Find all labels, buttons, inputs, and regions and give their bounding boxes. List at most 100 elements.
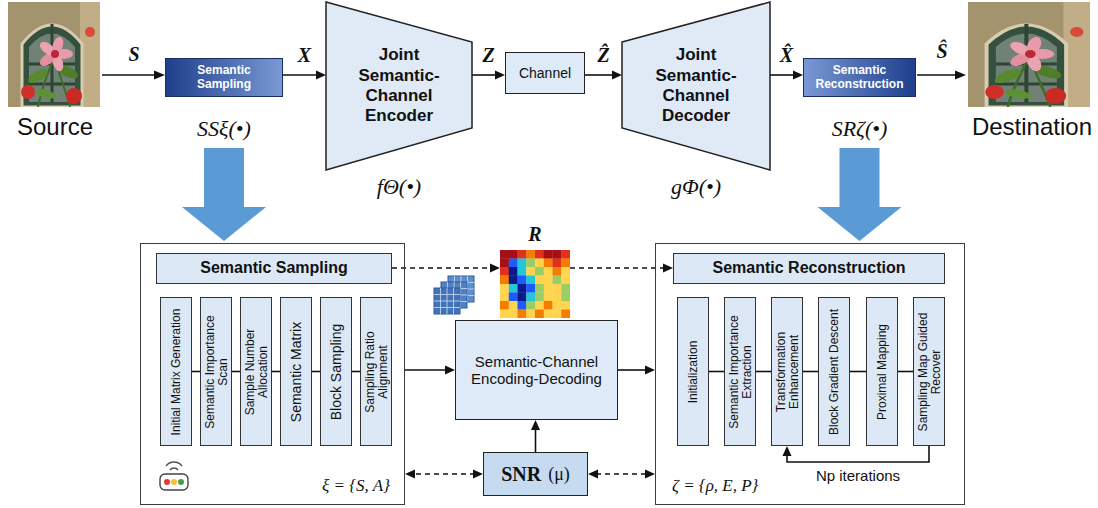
device-body: [160, 474, 188, 490]
step-label: Semantic Importance Extraction: [726, 303, 754, 440]
heatmap-cell: [518, 259, 527, 268]
codec-box: Semantic-Channel Encoding-Decoding: [455, 320, 618, 420]
line: [472, 74, 497, 76]
step-box: Sampling Ratio Alignment: [360, 297, 392, 446]
step-box: Proximal Mapping: [866, 297, 898, 446]
heatmap-cell: [500, 259, 509, 268]
heatmap-cell: [526, 250, 535, 259]
encoder-trapezoid: Joint Semantic-Channel EncoderfΘ(•): [326, 2, 472, 170]
connector: [588, 470, 655, 479]
edge-label: X: [298, 44, 311, 67]
connector: [405, 366, 455, 375]
dot: [164, 479, 170, 485]
line: [405, 369, 447, 371]
heatmap-cell: [526, 267, 535, 276]
line: [312, 371, 320, 373]
heatmap-cell: [544, 259, 553, 268]
heatmap-cell: [500, 276, 509, 285]
step-label: Semantic Importance Scan: [202, 303, 230, 440]
heatmap-cell: [553, 276, 562, 285]
step-label: Proximal Mapping: [868, 303, 896, 440]
step-box: Initial Matrix Generation: [160, 297, 192, 446]
function-label: SRζ(•): [832, 116, 888, 142]
heatmap-cell: [526, 284, 535, 293]
dashed-line: [413, 473, 475, 475]
arrowhead: [490, 264, 500, 273]
block-arrow: [818, 148, 902, 241]
heatmap-cell: [561, 310, 570, 319]
edge-label: Z: [482, 44, 494, 67]
dashed-line: [392, 267, 492, 269]
parameter-set: ζ = {ρ, E, P}: [672, 476, 758, 496]
connector: [192, 371, 200, 372]
snr-row: SNR(μ): [484, 453, 587, 495]
connector: [531, 420, 540, 452]
line: [352, 371, 360, 373]
block-title: Joint Semantic-Channel Decoder: [648, 2, 744, 170]
connector: [783, 446, 930, 462]
block-stack-icon: [434, 276, 474, 314]
heatmap-cell: [544, 250, 553, 259]
arrowhead: [793, 71, 803, 80]
destination-image: [968, 2, 1090, 107]
line: [850, 371, 866, 373]
line: [787, 446, 929, 462]
heatmap-cell: [553, 250, 562, 259]
heatmap-cell: [561, 259, 570, 268]
connector: [756, 371, 771, 372]
heatmap-cell: [561, 250, 570, 259]
heatmap-cell: [535, 301, 544, 310]
input-wire: [102, 74, 155, 76]
block-title: Joint Semantic-Channel Encoder: [351, 2, 447, 170]
step-label: Block Sampling: [322, 303, 350, 440]
importance-map: R: [500, 250, 570, 318]
step-label: Initial Matrix Generation: [162, 303, 190, 440]
block: [434, 288, 460, 314]
channel-box: Channel: [505, 52, 585, 94]
step-box: Sample Number Allocation: [240, 297, 272, 446]
line: [192, 371, 200, 373]
heatmap-cell: [500, 250, 509, 259]
snr-box: SNR(μ): [483, 452, 588, 496]
box-label: Channel: [506, 53, 584, 93]
step-label: Sampling Ratio Alignment: [362, 303, 390, 440]
heatmap-cell: [526, 301, 535, 310]
arrowhead: [316, 71, 326, 80]
step-box: Sampling Map Guided Recover: [913, 297, 945, 446]
heatmap-cell: [561, 301, 570, 310]
heatmap-cell: [518, 310, 527, 319]
connector: [585, 71, 622, 80]
heatmap-cell: [553, 284, 562, 293]
heatmap-cell: [509, 267, 518, 276]
heatmap-cell: [509, 310, 518, 319]
heatmap-cell: [553, 259, 562, 268]
signal-name: S: [128, 43, 139, 66]
function-label: SSξ(•): [197, 116, 251, 142]
connector: [618, 366, 655, 375]
heatmap-cell: [544, 284, 553, 293]
line: [898, 371, 913, 373]
snr-label: SNR: [501, 463, 541, 486]
arrowhead: [445, 366, 455, 375]
arrowhead: [405, 470, 415, 479]
heatmap-cell: [544, 310, 553, 319]
step-label: Transformation Enhancement: [773, 303, 801, 440]
line: [272, 371, 280, 373]
line: [756, 371, 771, 373]
signal-name: Ŝ: [936, 40, 947, 63]
step-box: Block Gradient Descent: [818, 297, 850, 446]
heatmap-cell: [535, 293, 544, 302]
line: [803, 371, 818, 373]
heatmap-cell: [544, 293, 553, 302]
heatmap-cell: [500, 310, 509, 319]
device-icon: [160, 462, 188, 490]
step-box: Initialization: [677, 297, 709, 446]
map-symbol: R: [528, 223, 541, 246]
heatmap-cell: [518, 276, 527, 285]
heatmap-cell: [518, 301, 527, 310]
heatmap-cell: [544, 276, 553, 285]
step-box: Semantic Matrix: [280, 297, 312, 446]
dashed-line: [570, 267, 665, 269]
reconstruction-block: Semantic ReconstructionSRζ(•): [803, 58, 916, 97]
